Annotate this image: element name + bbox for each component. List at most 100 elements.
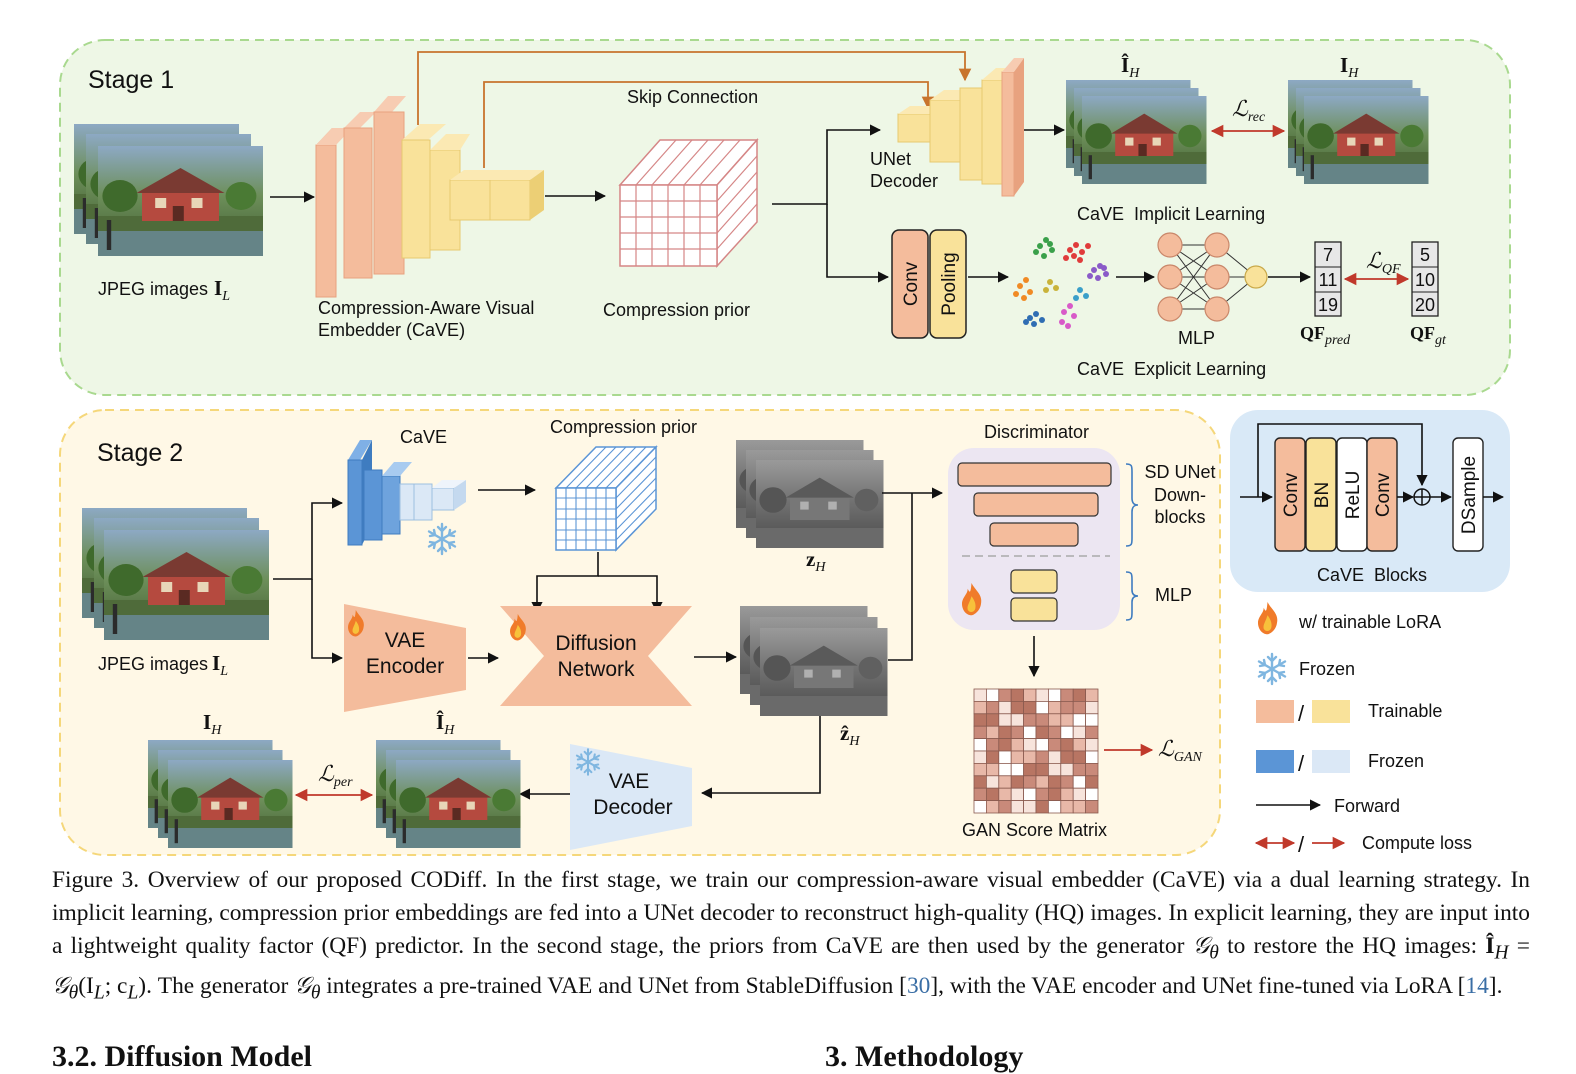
gan-score-cell xyxy=(1060,787,1074,802)
cave-blocks-panel: Conv BN ReLU Conv DSample CaVE Blocks xyxy=(1230,410,1510,592)
gan-score-cell xyxy=(1010,787,1025,802)
caption-generator-symbol: 𝒢 xyxy=(1192,933,1210,959)
gan-score-cell xyxy=(1010,763,1025,777)
lrec-label: ℒrec xyxy=(1232,96,1266,125)
caption-text: to restore the HQ images: xyxy=(1218,933,1486,959)
gan-score-cell xyxy=(973,787,987,802)
gan-score-cell xyxy=(1023,688,1037,702)
stage2-ihat-label: ÎH xyxy=(436,710,455,738)
caption-generator-symbol: 𝒢 xyxy=(52,972,69,999)
gan-score-cell xyxy=(1023,775,1037,789)
stage2-cave-label: CaVE xyxy=(400,427,447,447)
gan-score-cell xyxy=(1085,738,1099,752)
gan-score-cell xyxy=(973,775,987,789)
unet-label-line1: UNet xyxy=(870,149,911,169)
gan-score-cell xyxy=(1085,713,1099,727)
gan-score-cell xyxy=(973,800,987,814)
skip-connections xyxy=(417,51,972,168)
gan-score-cell xyxy=(1085,775,1099,789)
gan-score-cell xyxy=(1072,763,1086,777)
gan-score-cell xyxy=(973,750,987,764)
gan-score-cell xyxy=(1060,688,1074,702)
gan-score-cell xyxy=(1085,763,1099,777)
gan-score-cell xyxy=(1060,775,1074,789)
gan-score-cell xyxy=(1048,713,1062,727)
stage2-cave xyxy=(347,440,466,546)
stage2-title: Stage 2 xyxy=(97,439,183,467)
legend-slash: / xyxy=(1298,701,1305,726)
caption-text: integrates a pre-trained VAE and UNet fr… xyxy=(320,972,907,999)
gan-score-cell xyxy=(1048,750,1062,764)
discriminator xyxy=(948,448,1120,630)
gan-score-cell xyxy=(986,738,1000,752)
cave-blocks-title: CaVE Blocks xyxy=(1317,565,1427,585)
stage2-compression-prior xyxy=(554,445,658,552)
gan-score-cell xyxy=(1060,701,1074,715)
gan-score-cell xyxy=(1010,750,1025,764)
citation-link[interactable]: 30 xyxy=(906,972,931,999)
stage1-pooling-block: Pooling xyxy=(929,229,967,339)
gan-score-cell xyxy=(986,787,1000,802)
gan-score-cell xyxy=(1023,800,1037,814)
gan-score-cell xyxy=(1060,800,1074,814)
stage1-conv-block: Conv xyxy=(891,229,929,339)
gan-score-cell xyxy=(1010,688,1025,702)
gan-score-cell xyxy=(1085,701,1099,715)
stage2-gt-images xyxy=(148,740,293,848)
legend-trainable: Trainable xyxy=(1368,701,1442,721)
citation-link[interactable]: 14 xyxy=(1465,972,1489,999)
unet-label-line2: Decoder xyxy=(870,171,938,191)
discriminator-label: Discriminator xyxy=(984,422,1089,442)
gan-score-cell xyxy=(1035,763,1049,777)
stage1-gt-images xyxy=(1288,80,1429,184)
legend-slash: / xyxy=(1298,751,1305,776)
stage1-conv-label: Conv xyxy=(901,261,922,306)
gan-score-cell xyxy=(1010,800,1025,814)
legend: w/ trainable LoRA Frozen / Trainable / F… xyxy=(1254,602,1472,857)
qf-pred-value: 7 xyxy=(1323,245,1333,265)
stage2-ih-label: IH xyxy=(203,710,222,738)
gan-score-cell xyxy=(1085,787,1099,802)
stage1-mlp-label: MLP xyxy=(1178,328,1215,348)
implicit-learning-label: CaVE Implicit Learning xyxy=(1077,204,1265,224)
gan-score-cell xyxy=(998,725,1012,740)
gan-score-cell xyxy=(1072,738,1086,752)
caption-sub-l: L xyxy=(127,982,139,1004)
qf-gt-value: 10 xyxy=(1415,270,1435,290)
gan-score-cell xyxy=(1035,750,1049,764)
zhat-label: ẑH xyxy=(840,721,860,749)
gan-score-cell xyxy=(986,713,1000,727)
stage2-prior-label: Compression prior xyxy=(550,417,697,437)
cave-label-line1: Compression-Aware Visual xyxy=(318,298,534,318)
gan-score-cell xyxy=(1023,725,1037,740)
gan-score-cell xyxy=(1048,701,1062,715)
lgan-label: ℒGAN xyxy=(1158,736,1203,765)
zhat-latent-images xyxy=(740,606,888,716)
stage2-input-images xyxy=(82,508,269,640)
caption-text: ). The generator xyxy=(138,972,295,999)
stage1-compression-prior xyxy=(618,138,759,268)
stage1-title: Stage 1 xyxy=(88,66,174,94)
sum-icon xyxy=(1413,488,1431,506)
gan-score-cell xyxy=(1023,763,1037,777)
section-headings: 3.2. Diffusion Model 3. Methodology xyxy=(52,1040,1532,1073)
vae-encoder-line1: VAE xyxy=(385,629,425,652)
stage1-mlp xyxy=(1157,232,1268,322)
block-relu-label: ReLU xyxy=(1343,471,1364,520)
block-dsample-label: DSample xyxy=(1459,456,1480,534)
block-conv2-label: Conv xyxy=(1373,472,1394,517)
stage1-reconstructed-images xyxy=(1066,80,1207,184)
fire-icon xyxy=(1258,602,1278,635)
qf-pred-value: 19 xyxy=(1318,295,1338,315)
caption-text: = xyxy=(1508,933,1530,959)
diffusion-network xyxy=(500,606,692,706)
qf-pred-value: 11 xyxy=(1319,270,1338,290)
gan-score-cell xyxy=(1085,750,1099,764)
stage1-input-images xyxy=(74,124,263,256)
disc-mlp-label: MLP xyxy=(1155,585,1192,605)
gan-score-cell xyxy=(1085,688,1099,702)
caption-text: ]. xyxy=(1488,972,1503,999)
gan-score-cell xyxy=(1010,775,1025,789)
